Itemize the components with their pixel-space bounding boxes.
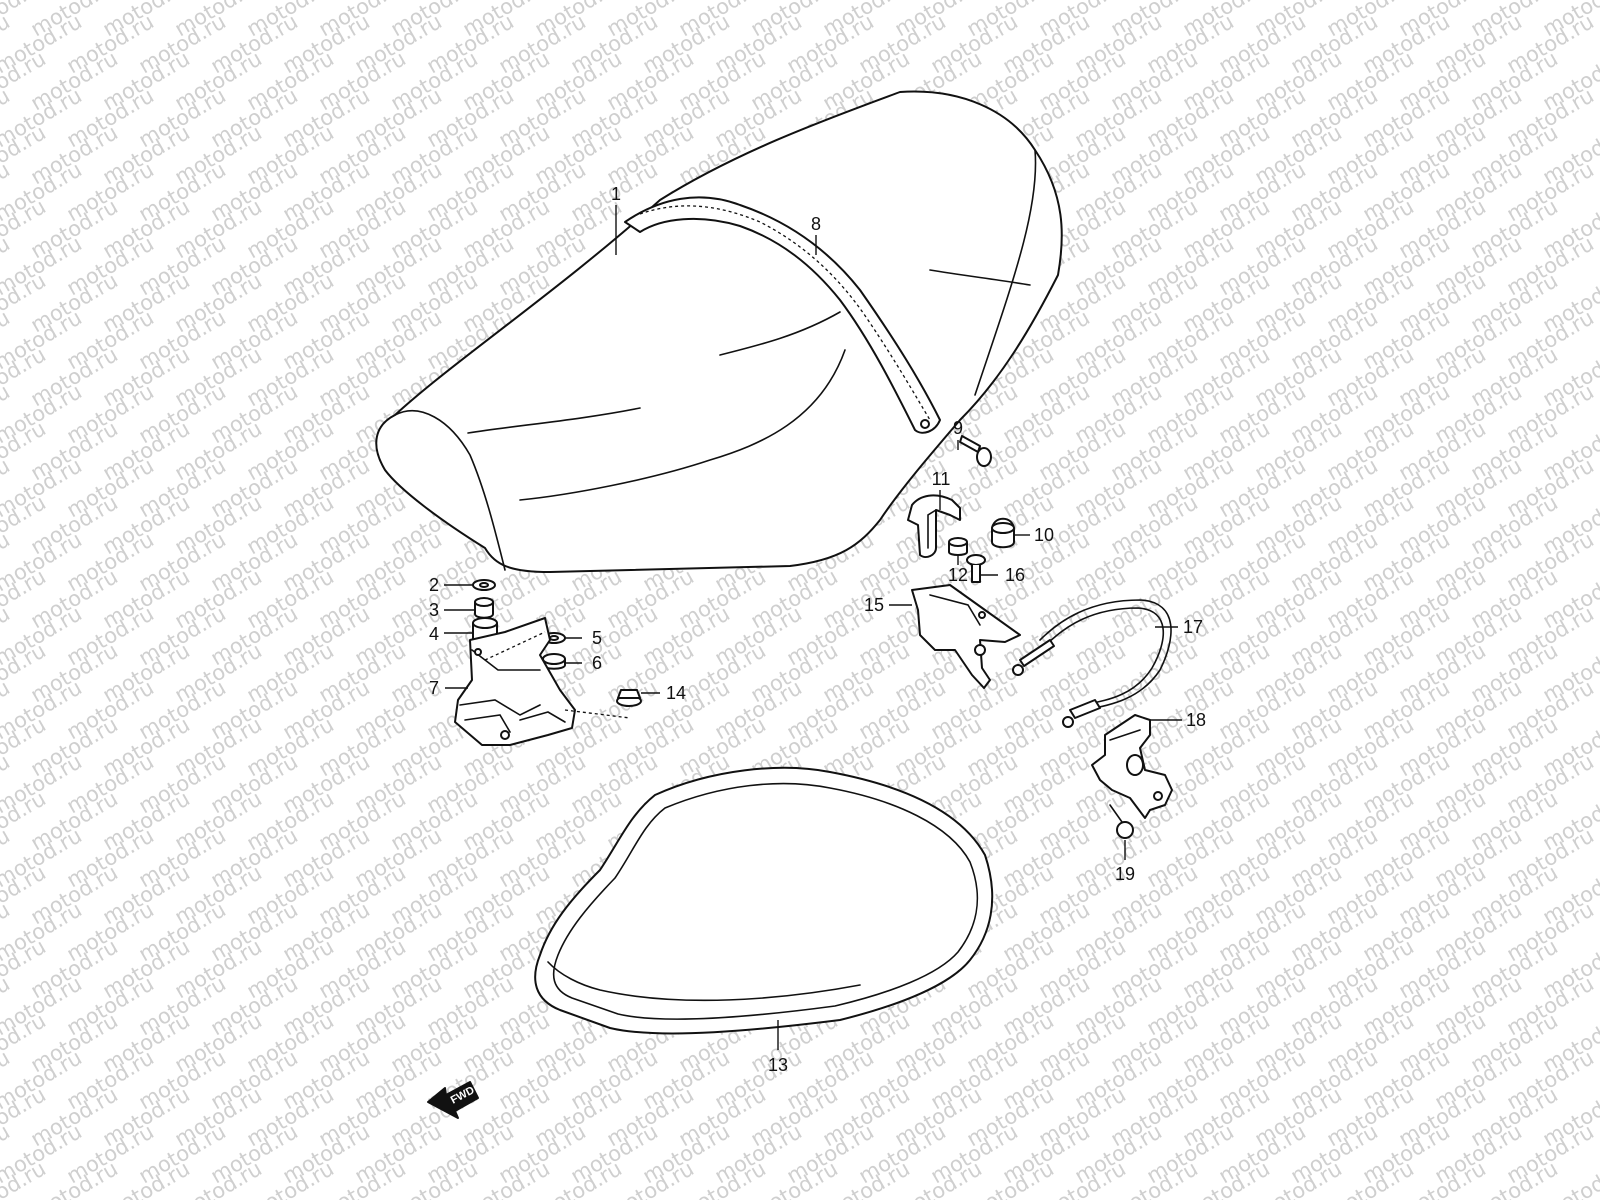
callout-3: 3 — [429, 600, 439, 620]
callout-15: 15 — [864, 595, 884, 615]
part-collar — [474, 597, 494, 619]
part-flange-nut — [616, 689, 642, 707]
callout-4: 4 — [429, 624, 439, 644]
part-washer — [472, 579, 496, 591]
callout-19: 19 — [1115, 864, 1135, 884]
callout-14: 14 — [666, 683, 686, 703]
callout-9: 9 — [953, 418, 963, 438]
callout-5: 5 — [592, 628, 602, 648]
callout-10: 10 — [1034, 525, 1054, 545]
callout-7: 7 — [429, 678, 439, 698]
callout-18: 18 — [1186, 710, 1206, 730]
callout-11: 11 — [932, 469, 951, 489]
callout-6: 6 — [592, 653, 602, 673]
part-cap-nut — [991, 517, 1015, 549]
callout-17: 17 — [1183, 617, 1203, 637]
callout-12: 12 — [948, 565, 968, 585]
part-washer-12 — [948, 537, 968, 556]
callout-16: 16 — [1005, 565, 1025, 585]
callout-8: 8 — [811, 214, 821, 234]
callout-1: 1 — [611, 184, 621, 204]
callout-2: 2 — [429, 575, 439, 595]
callout-13: 13 — [768, 1055, 788, 1075]
